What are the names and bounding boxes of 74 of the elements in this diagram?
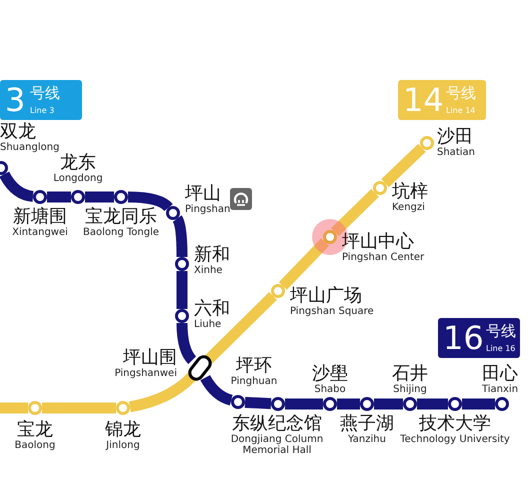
metro-line [0, 402, 28, 414]
station-name: 新塘围 [12, 207, 68, 227]
metro-line [278, 238, 330, 290]
station-name: 锦龙 [105, 420, 141, 440]
station-name-english: Yanzihu [347, 434, 387, 445]
metro-line [176, 322, 196, 364]
station-name: 宝龙 [16, 420, 54, 440]
station-name: 坪山广场 [290, 286, 363, 306]
metro-line [204, 292, 277, 364]
station-name: 坪山围 [122, 348, 177, 368]
station-name-english: Pinghuan [230, 376, 278, 387]
line-badge [438, 318, 520, 358]
station-name: 石井 [392, 364, 428, 384]
station-name: 六和 [194, 299, 230, 319]
metro-line [200, 374, 233, 406]
station-name-english: Baolong Tongle [83, 226, 159, 238]
station-name: 沙田 [437, 127, 474, 147]
metro-line [381, 144, 426, 188]
line-number: 16 [443, 322, 484, 354]
line-name: 号线 [446, 86, 476, 101]
station-name-english: Pingshan Center [342, 252, 424, 263]
line-number: 14 [403, 84, 444, 116]
station-name-english: Dongjiang Column Memorial Hall [230, 434, 324, 456]
line-name-english: Line 14 [446, 107, 476, 115]
station-name-english: Shuanglong [0, 142, 60, 153]
station-name-english: Shabo [313, 384, 347, 395]
metro-line [47, 192, 71, 202]
station-name: 双龙 [0, 122, 37, 142]
station-name: 燕子湖 [340, 414, 394, 434]
station-name-english: Pingshan [185, 204, 230, 215]
station-name-english: Xinhe [194, 264, 224, 276]
station-name-english: Longdong [53, 172, 103, 184]
station-name: 技术大学 [418, 414, 492, 434]
station-name: 沙壆 [312, 364, 348, 384]
station-name: 宝龙同乐 [84, 207, 158, 227]
metro-line [176, 271, 188, 309]
metro-line [128, 192, 173, 212]
station-name: 东纵纪念馆 [231, 414, 323, 434]
station-name-english: Pingshanwei [114, 368, 177, 379]
metro-line [85, 192, 114, 202]
line-name-english: Line 3 [30, 107, 54, 115]
station-name: 田心 [482, 364, 518, 384]
line-badge [0, 80, 82, 120]
station-name: 新和 [194, 245, 230, 265]
metro-line [462, 398, 495, 410]
station-name-english: Xintangwei [12, 226, 68, 238]
station-name-english: Shijing [392, 384, 428, 395]
metro-line [374, 398, 403, 410]
line-name-english: Line 16 [486, 345, 516, 353]
station-name-english: Shatian [437, 146, 475, 158]
metro-line [331, 188, 379, 236]
station-name: 坪山中心 [342, 232, 415, 252]
station-name-english: Pingshan Square [290, 306, 374, 317]
station-name: 龙东 [59, 153, 97, 173]
metro-line [337, 398, 360, 410]
metro-line [128, 372, 196, 412]
station-name: 坑梓 [392, 182, 428, 202]
station-name-english: Baolong [14, 440, 56, 451]
metro-line [285, 398, 323, 410]
station-name: 坪山 [185, 184, 222, 204]
station-name-english: Tianxin [482, 384, 518, 395]
line-name: 号线 [486, 324, 516, 339]
station-name-english: Technology University [400, 434, 510, 445]
line-number: 3 [5, 84, 26, 116]
metro-line [244, 396, 272, 410]
station-name-english: Liuhe [194, 318, 222, 330]
line-name: 号线 [30, 86, 60, 101]
station-name: 坪环 [235, 356, 273, 376]
metro-line [42, 402, 116, 414]
line-badge [398, 80, 486, 120]
station-name-english: Jinlong [105, 440, 141, 451]
metro-line [172, 216, 188, 258]
station-name-english: Kengzi [392, 202, 426, 213]
metro-line [417, 398, 448, 410]
